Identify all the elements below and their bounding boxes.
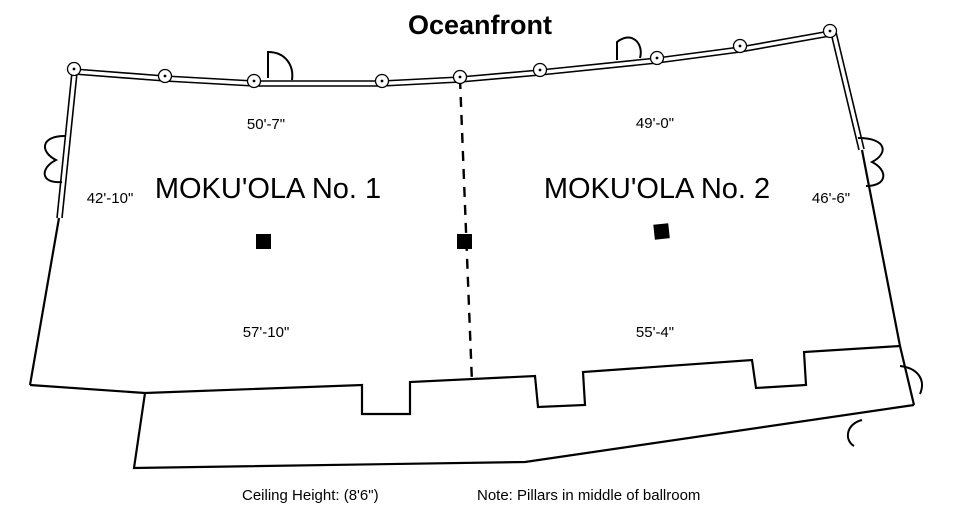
page-title: Oceanfront [408,10,552,40]
pillar-marker [256,234,271,249]
service-corridor [29,344,923,470]
door-room1 [267,50,294,81]
room2-top-dimension: 49'-0" [636,115,674,132]
room2-name: MOKU'OLA No. 2 [544,173,770,205]
room1-bottom-dimension: 57'-10" [243,324,290,341]
right-alcove [857,137,885,187]
columns [66,23,838,89]
pillars-note: Note: Pillars in middle of ballroom [477,487,700,504]
pillar-marker [653,223,670,240]
room1-side-dimension: 42'-10" [87,190,134,207]
left-wall [28,71,78,386]
room2-bottom-dimension: 55'-4" [636,324,674,341]
door-room2 [616,36,642,60]
pillar-marker [457,234,472,249]
room1-top-dimension: 50'-7" [247,116,285,133]
corridor-door-lower [846,419,863,447]
room-divider [458,78,474,384]
ceiling-height-note: Ceiling Height: (8'6") [242,487,379,504]
corridor-door-right [899,365,923,395]
pillars [256,223,670,249]
room1-name: MOKU'OLA No. 1 [155,173,381,205]
room2-side-dimension: 46'-6" [812,190,850,207]
left-alcove [43,135,66,184]
